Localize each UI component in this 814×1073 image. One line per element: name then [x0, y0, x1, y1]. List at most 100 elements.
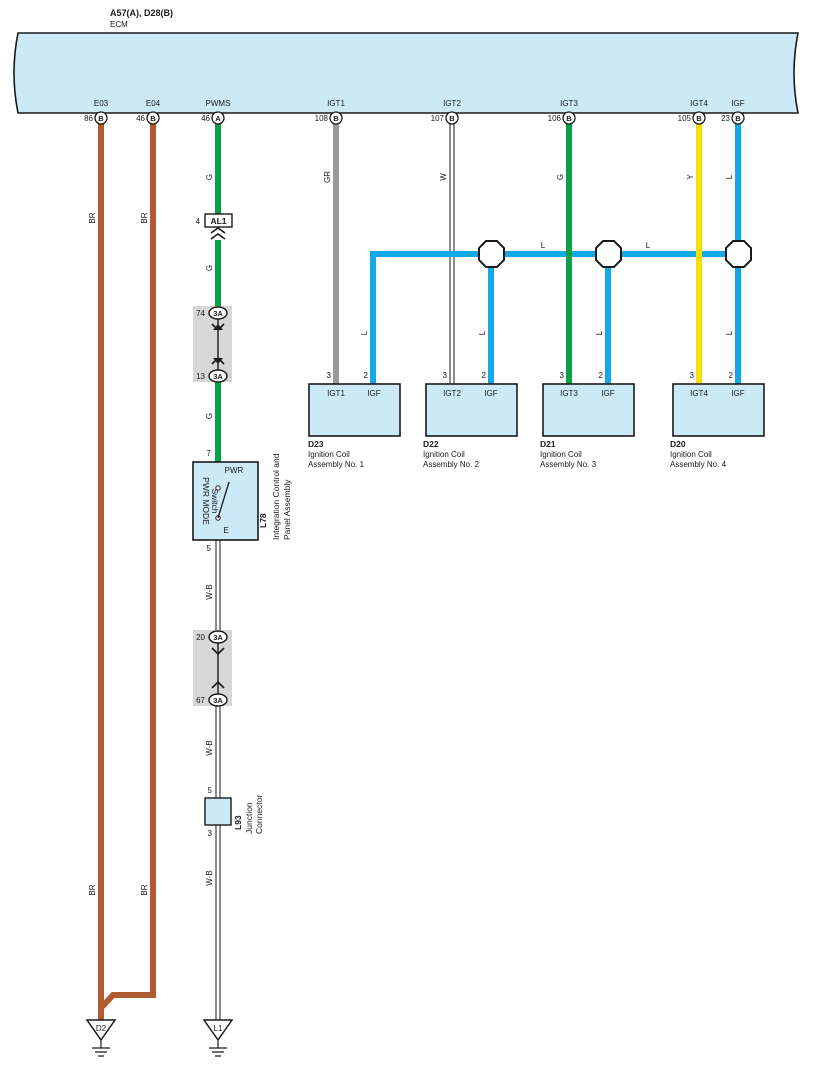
svg-text:D22: D22: [423, 439, 439, 449]
svg-text:3: 3: [208, 829, 213, 838]
svg-text:A: A: [215, 114, 221, 123]
ecm-pin: 46 A: [201, 111, 225, 125]
svg-text:2: 2: [364, 371, 369, 380]
svg-text:3A: 3A: [213, 309, 223, 318]
ignition-coil-2: 3 2 IGT2 IGF D22 Ignition Coil Assembly …: [423, 371, 518, 469]
wire-color-label: W-B: [205, 740, 214, 755]
svg-text:Ignition Coil: Ignition Coil: [670, 450, 712, 459]
pwr-switch-code: L78: [258, 513, 268, 528]
svg-text:3A: 3A: [213, 696, 223, 705]
svg-text:2: 2: [729, 371, 734, 380]
svg-text:3: 3: [560, 371, 565, 380]
svg-text:Assembly No. 3: Assembly No. 3: [540, 460, 597, 469]
ecm-terminal-name: IGT2: [443, 99, 461, 108]
wire-color-label: BR: [140, 212, 149, 223]
wire-color-label: L: [725, 174, 734, 179]
svg-text:74: 74: [196, 309, 205, 318]
svg-text:108: 108: [315, 114, 329, 123]
svg-text:Assembly No. 1: Assembly No. 1: [308, 460, 365, 469]
svg-text:PWR MODE: PWR MODE: [201, 477, 211, 525]
ecm-name: ECM: [110, 20, 128, 29]
svg-text:105: 105: [678, 114, 692, 123]
ecm-pin: 23 B: [721, 111, 745, 125]
ecm-terminal-name: E04: [146, 99, 161, 108]
ignition-coil-3: 3 2 IGT3 IGF D21 Ignition Coil Assembly …: [540, 371, 635, 469]
wire-color-label: GR: [323, 171, 332, 183]
svg-text:2: 2: [482, 371, 487, 380]
junction-desc: Connector: [254, 795, 264, 834]
pwr-mode-switch: 7 PWR E PWR MODE Switch 5: [192, 449, 259, 553]
svg-text:B: B: [449, 114, 455, 123]
ecm-terminal-name: IGT1: [327, 99, 345, 108]
wire-color-label: L: [646, 241, 651, 250]
svg-text:5: 5: [208, 786, 213, 795]
svg-text:IGT1: IGT1: [327, 389, 345, 398]
junction-connector-l93: 5 3: [204, 786, 232, 838]
svg-text:PWR: PWR: [225, 466, 244, 475]
pwr-switch-desc: Panel Assembly: [282, 479, 292, 540]
ecm-terminal-name: PWMS: [206, 99, 231, 108]
wire-color-label: BR: [88, 884, 97, 895]
svg-text:Ignition Coil: Ignition Coil: [540, 450, 582, 459]
ecm-pin: 86 B: [84, 111, 108, 125]
junction-3a-lower: 20 3A 67 3A: [193, 630, 232, 707]
wire-color-label: G: [205, 174, 214, 180]
wire-color-label: L: [478, 330, 487, 335]
svg-text:46: 46: [136, 114, 145, 123]
svg-text:D2: D2: [96, 1024, 107, 1033]
wire-color-label: L: [725, 330, 734, 335]
svg-text:46: 46: [201, 114, 210, 123]
ecm-terminal-name: E03: [94, 99, 109, 108]
svg-text:3: 3: [690, 371, 695, 380]
svg-text:7: 7: [207, 449, 212, 458]
ground-d2: D2: [85, 1019, 117, 1057]
wire-color-label: G: [205, 265, 214, 271]
svg-text:4: 4: [196, 217, 201, 226]
ecm-pin: 108 B: [315, 111, 343, 125]
wire-color-label: G: [556, 174, 565, 180]
wire-color-label: W-B: [205, 584, 214, 599]
svg-text:86: 86: [84, 114, 93, 123]
svg-text:D23: D23: [308, 439, 324, 449]
svg-text:23: 23: [721, 114, 730, 123]
svg-text:IGF: IGF: [484, 389, 497, 398]
wire-color-label: W: [439, 173, 448, 181]
ecm-pin: 106 B: [548, 111, 576, 125]
svg-text:Switch: Switch: [210, 488, 220, 513]
wire-br-e04: [98, 123, 156, 1011]
wire-color-label: Y: [686, 174, 695, 180]
svg-text:B: B: [696, 114, 702, 123]
ecm-terminal-name: IGT4: [690, 99, 708, 108]
svg-text:IGF: IGF: [367, 389, 380, 398]
svg-text:20: 20: [196, 633, 205, 642]
svg-text:2: 2: [599, 371, 604, 380]
svg-text:B: B: [566, 114, 572, 123]
svg-text:107: 107: [431, 114, 445, 123]
wire-color-label: W-B: [205, 870, 214, 885]
svg-text:3: 3: [443, 371, 448, 380]
svg-text:106: 106: [548, 114, 562, 123]
ecm-pin: 107 B: [431, 111, 459, 125]
svg-text:3A: 3A: [213, 372, 223, 381]
ecm-box: [13, 32, 799, 114]
ecm-connector-title: A57(A), D28(B): [110, 8, 173, 18]
ignition-coil-1: 3 2 IGT1 IGF D23 Ignition Coil Assembly …: [308, 371, 401, 469]
ignition-coil-4: 3 2 IGT4 IGF D20 Ignition Coil Assembly …: [670, 371, 765, 469]
svg-text:B: B: [98, 114, 104, 123]
junction-desc: Junction: [244, 802, 254, 834]
svg-text:AL1: AL1: [210, 216, 226, 226]
svg-text:IGF: IGF: [601, 389, 614, 398]
svg-text:D21: D21: [540, 439, 556, 449]
pwr-switch-desc: Integration Control and: [271, 453, 281, 540]
wire-color-label: G: [205, 413, 214, 419]
junction-3a-upper: 74 3A 13 3A: [193, 306, 232, 383]
splice-octagon: [725, 240, 752, 268]
wire-color-label: L: [541, 241, 546, 250]
al1-connector: 4 AL1: [196, 213, 233, 240]
ecm-pin: 46 B: [136, 111, 160, 125]
svg-text:5: 5: [207, 544, 212, 553]
svg-text:L1: L1: [214, 1024, 223, 1033]
splice-octagon: [478, 240, 505, 268]
svg-text:67: 67: [196, 696, 205, 705]
